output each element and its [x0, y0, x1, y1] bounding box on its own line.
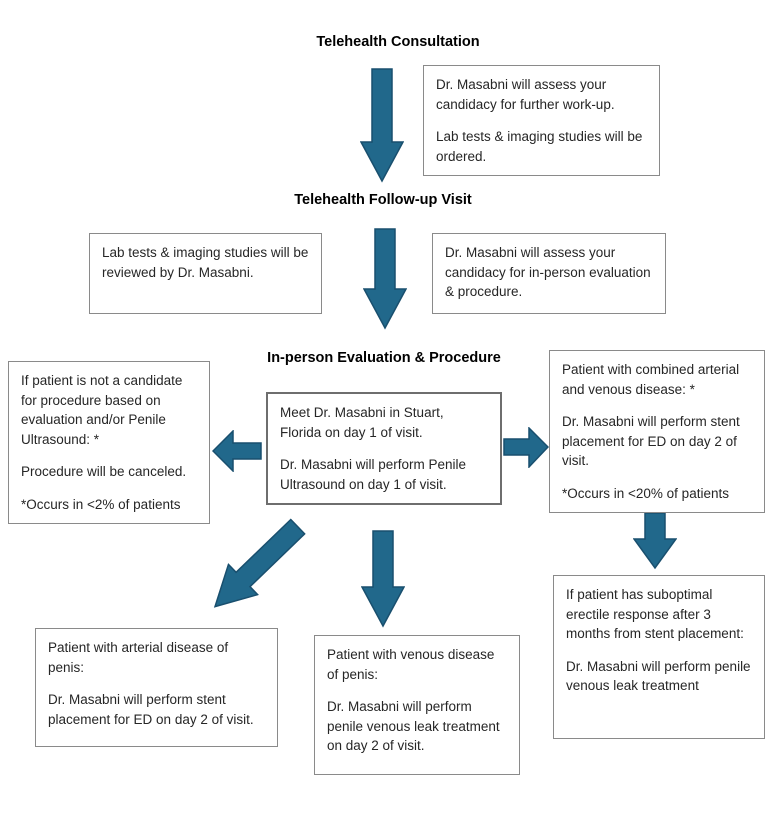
box-paragraph: *Occurs in <20% of patients	[562, 485, 729, 501]
box-assessment-inperson: Dr. Masabni will assess your candidacy f…	[432, 233, 666, 314]
box-paragraph: Meet Dr. Masabni in Stuart, Florida on d…	[280, 405, 444, 440]
box-suboptimal-response: If patient has suboptimal erectile respo…	[553, 575, 765, 739]
box-paragraph: Dr. Masabni will assess your candidacy f…	[436, 77, 615, 112]
box-arterial-disease: Patient with arterial disease of penis: …	[35, 628, 278, 747]
arrow-down-icon	[361, 530, 405, 628]
box-paragraph: Lab tests & imaging studies will be orde…	[436, 129, 643, 164]
box-paragraph: Dr. Masabni will perform penile venous l…	[327, 699, 500, 754]
arrow-down-icon	[633, 512, 677, 570]
box-paragraph: Dr. Masabni will perform Penile Ultrasou…	[280, 457, 467, 492]
box-paragraph: If patient is not a candidate for proced…	[21, 373, 183, 447]
arrow-down-icon	[360, 68, 404, 183]
box-paragraph: Dr. Masabni will perform stent placement…	[562, 414, 740, 469]
box-paragraph: Patient with venous disease of penis:	[327, 647, 495, 682]
box-paragraph: Procedure will be canceled.	[21, 464, 187, 480]
arrow-right-icon	[503, 427, 549, 468]
box-paragraph: Patient with combined arterial and venou…	[562, 362, 740, 397]
box-not-candidate: If patient is not a candidate for proced…	[8, 361, 210, 525]
stage-heading-telehealth-followup: Telehealth Follow-up Visit	[294, 192, 472, 208]
box-paragraph: *Occurs in <2% of patients	[21, 496, 181, 512]
stage-heading-inperson-evaluation: In-person Evaluation & Procedure	[267, 350, 501, 366]
box-paragraph: Dr. Masabni will assess your candidacy f…	[445, 245, 651, 300]
box-paragraph: Dr. Masabni will perform stent placement…	[48, 692, 254, 727]
box-paragraph: If patient has suboptimal erectile respo…	[566, 587, 744, 642]
box-venous-disease: Patient with venous disease of penis: Dr…	[314, 635, 520, 775]
box-combined-disease: Patient with combined arterial and venou…	[549, 350, 765, 514]
box-paragraph: Lab tests & imaging studies will be revi…	[102, 245, 309, 280]
box-paragraph: Dr. Masabni will perform penile venous l…	[566, 658, 751, 694]
arrow-left-icon	[212, 430, 262, 472]
box-assessment-workup: Dr. Masabni will assess your candidacy f…	[423, 65, 660, 177]
box-lab-review: Lab tests & imaging studies will be revi…	[89, 233, 322, 314]
stage-heading-telehealth-consultation: Telehealth Consultation	[316, 34, 480, 50]
arrow-down-icon	[363, 228, 407, 330]
box-paragraph: Patient with arterial disease of penis:	[48, 640, 229, 675]
box-meet-stuart: Meet Dr. Masabni in Stuart, Florida on d…	[266, 392, 502, 506]
arrow-down-left-icon	[213, 518, 306, 608]
